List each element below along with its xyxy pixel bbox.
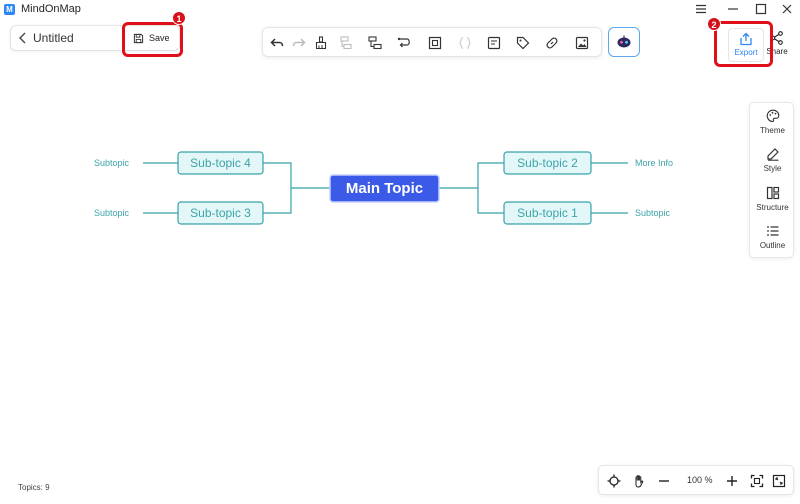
outline-list-icon <box>766 226 778 236</box>
fit-screen-icon[interactable] <box>749 473 765 489</box>
panel-outline[interactable]: Outline <box>750 224 795 260</box>
close-icon[interactable] <box>776 1 798 17</box>
relation-icon[interactable] <box>396 34 414 52</box>
subtopic-node-1[interactable] <box>503 201 592 225</box>
main-toolbar <box>262 27 602 57</box>
ai-assistant-button[interactable] <box>608 27 640 57</box>
panel-theme-label: Theme <box>760 126 785 135</box>
export-button[interactable]: Export <box>728 28 764 62</box>
back-chevron-icon[interactable] <box>15 30 31 46</box>
zoom-level[interactable]: 100 % <box>687 475 713 485</box>
border-icon[interactable] <box>426 34 444 52</box>
undo-icon[interactable] <box>268 34 286 52</box>
maximize-icon[interactable] <box>750 1 772 17</box>
main-topic-node[interactable] <box>329 174 440 203</box>
app-logo: M <box>4 4 15 15</box>
redo-icon[interactable] <box>290 34 308 52</box>
summary-icon[interactable] <box>456 34 474 52</box>
panel-style-label: Style <box>763 164 782 173</box>
zoom-out-icon[interactable] <box>656 473 672 489</box>
export-icon <box>740 32 752 46</box>
title-bar: M MindOnMap <box>0 0 800 20</box>
topics-count: Topics: 9 <box>18 483 50 492</box>
subtopic-node-4[interactable] <box>177 151 264 175</box>
palette-icon <box>766 109 779 123</box>
subtopic-icon[interactable] <box>336 34 354 52</box>
structure-icon <box>766 186 779 200</box>
ai-robot-icon <box>617 35 631 48</box>
save-button[interactable]: Save <box>127 28 177 48</box>
panel-outline-label: Outline <box>759 241 786 250</box>
link-icon[interactable] <box>543 34 561 52</box>
save-disk-icon <box>133 33 144 43</box>
leaf-subtopic-s1[interactable]: Subtopic <box>635 208 671 218</box>
save-label: Save <box>149 33 170 43</box>
subtopic-node-3[interactable] <box>177 201 264 225</box>
share-button[interactable]: Share <box>765 28 789 62</box>
fullscreen-icon[interactable] <box>771 473 787 489</box>
panel-structure-label: Structure <box>756 203 789 212</box>
document-title-bar: Untitled Save <box>10 25 180 51</box>
share-icon <box>770 31 783 45</box>
app-title: MindOnMap <box>21 3 81 15</box>
document-title[interactable]: Untitled <box>33 31 74 45</box>
callout-highlight-export <box>714 21 773 67</box>
leaf-more-info[interactable]: More Info <box>635 158 674 168</box>
minimize-icon[interactable] <box>722 1 744 17</box>
subtopic-node-2[interactable] <box>503 151 592 175</box>
image-icon[interactable] <box>573 34 591 52</box>
panel-theme[interactable]: Theme <box>750 109 795 145</box>
callout-badge-1: 1 <box>172 11 186 25</box>
menu-icon[interactable] <box>690 1 712 17</box>
format-painter-icon[interactable] <box>312 34 330 52</box>
hand-pan-icon[interactable] <box>631 473 647 489</box>
zoom-bar: 100 % <box>598 465 794 495</box>
mindmap-connectors <box>143 162 628 214</box>
export-label: Export <box>734 48 758 57</box>
subtopic-1-label: Sub-topic 1 <box>517 206 578 220</box>
right-side-panel: Theme Style Structure Outline <box>749 102 794 258</box>
tag-icon[interactable] <box>514 34 532 52</box>
subtopic-2-label: Sub-topic 2 <box>517 156 578 170</box>
sibling-topic-icon[interactable] <box>366 34 384 52</box>
callout-badge-2: 2 <box>707 17 721 31</box>
note-icon[interactable] <box>485 34 503 52</box>
leaf-subtopic-s4[interactable]: Subtopic <box>94 158 130 168</box>
zoom-in-icon[interactable] <box>724 473 740 489</box>
panel-structure[interactable]: Structure <box>750 186 795 222</box>
callout-highlight-save <box>122 22 183 57</box>
pen-icon <box>766 148 779 161</box>
leaf-subtopic-s3[interactable]: Subtopic <box>94 208 130 218</box>
subtopic-4-label: Sub-topic 4 <box>190 156 251 170</box>
subtopic-3-label: Sub-topic 3 <box>190 206 251 220</box>
locate-icon[interactable] <box>606 473 622 489</box>
main-topic-label: Main Topic <box>345 180 424 197</box>
panel-style[interactable]: Style <box>750 147 795 183</box>
share-label: Share <box>766 47 788 56</box>
